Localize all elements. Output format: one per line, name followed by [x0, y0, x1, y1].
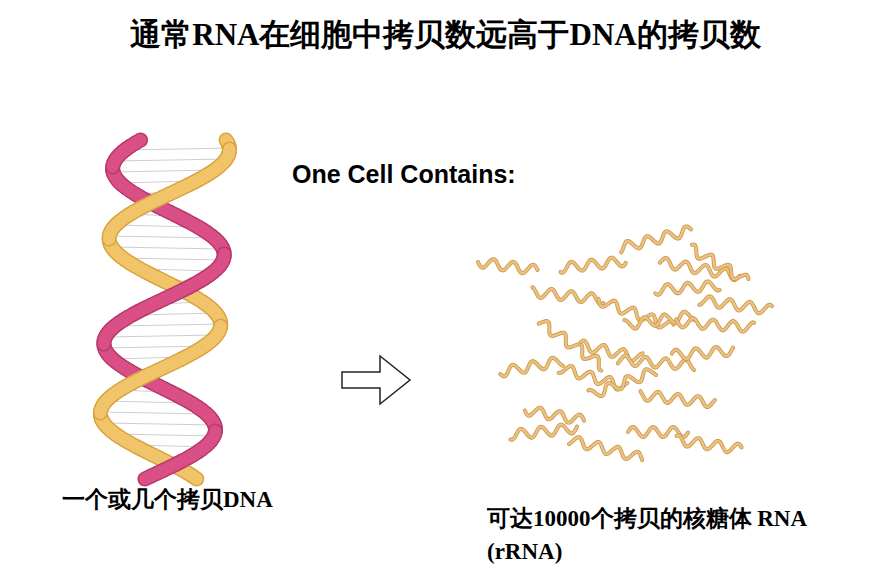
rna-strand-edge — [699, 295, 772, 315]
helix-strand — [103, 236, 115, 239]
rna-strand — [569, 435, 644, 463]
rna-strand — [559, 256, 626, 273]
rna-strand-edge — [509, 423, 577, 440]
rna-strand-fill — [676, 317, 755, 332]
base-pair — [116, 159, 226, 161]
rna-strand — [699, 295, 772, 315]
rna-strand-fill — [639, 390, 715, 408]
rna-strand — [655, 281, 720, 295]
rna-strand-edge — [688, 244, 750, 286]
rna-strand-edge — [569, 435, 644, 463]
rna-strand — [579, 340, 643, 363]
rna-strand-fill — [499, 356, 563, 377]
rna-strands — [477, 225, 772, 463]
rna-strand — [688, 244, 750, 286]
rna-strand-fill — [588, 367, 656, 400]
helix-strand — [93, 410, 108, 413]
rna-strand-fill — [569, 435, 644, 463]
heading-label: One Cell Contains: — [292, 160, 516, 189]
dna-helix — [100, 140, 229, 479]
rna-strand-fill — [509, 423, 577, 440]
base-pair — [107, 335, 217, 337]
rna-strand-edge — [588, 367, 656, 400]
base-pair — [118, 324, 221, 326]
rna-strand-edge — [499, 356, 563, 377]
rna-strand-fill — [672, 346, 734, 360]
dna-caption: 一个或几个拷贝DNA — [62, 484, 273, 515]
rna-strand — [676, 317, 755, 332]
helix-strand — [107, 164, 120, 167]
title: 通常RNA在细胞中拷贝数远高于DNA的拷贝数 — [0, 14, 891, 56]
rna-strand-fill — [531, 287, 604, 304]
helix-strand — [96, 341, 111, 344]
rna-strand-edge — [559, 256, 626, 273]
rna-strand-edge — [619, 225, 693, 252]
rna-caption: 可达10000个拷贝的核糖体 RNA (rRNA) — [487, 502, 807, 568]
rna-strand — [509, 423, 577, 440]
base-pair — [109, 236, 211, 238]
rna-strand-edge — [524, 405, 585, 425]
rna-strand — [499, 356, 563, 377]
rna-strand — [531, 287, 604, 304]
rna-strand — [672, 346, 734, 360]
rna-strand-fill — [699, 295, 772, 315]
rna-strand-fill — [524, 405, 585, 425]
helix-strand — [145, 476, 151, 479]
rna-strand — [477, 257, 538, 275]
rna-strand-edge — [655, 281, 720, 295]
rna-strand-fill — [559, 256, 626, 273]
rna-strand-fill — [655, 281, 720, 295]
base-pair — [112, 247, 222, 249]
rna-strand-edge — [672, 346, 734, 360]
helix-strand — [98, 341, 110, 344]
helix-strand — [94, 410, 106, 413]
rna-strand — [524, 405, 585, 425]
rna-strand — [588, 367, 656, 400]
rna-strand-edge — [531, 287, 604, 304]
base-pair — [128, 148, 230, 150]
helix-strand — [192, 476, 196, 479]
rna-strand-edge — [676, 317, 755, 332]
helix-strand — [105, 164, 121, 167]
helix-strand — [145, 476, 151, 479]
rna-strand-fill — [579, 340, 643, 363]
rna-strand-edge — [579, 340, 643, 363]
rna-strand-fill — [688, 244, 750, 286]
rna-strand-edge — [477, 257, 538, 275]
rna-strand — [639, 390, 715, 408]
helix-strand — [102, 236, 117, 239]
rna-strand-fill — [675, 435, 742, 454]
rna-strand — [675, 435, 742, 454]
base-pair — [104, 423, 214, 425]
base-pair — [100, 412, 204, 414]
rna-strand-fill — [477, 257, 538, 275]
rna-strand-edge — [675, 435, 742, 454]
rna-strand — [619, 225, 693, 252]
rna-strand-edge — [639, 390, 715, 408]
helix-strand — [192, 476, 196, 479]
arrow-symbol — [342, 356, 410, 404]
rna-strand-fill — [619, 225, 693, 252]
